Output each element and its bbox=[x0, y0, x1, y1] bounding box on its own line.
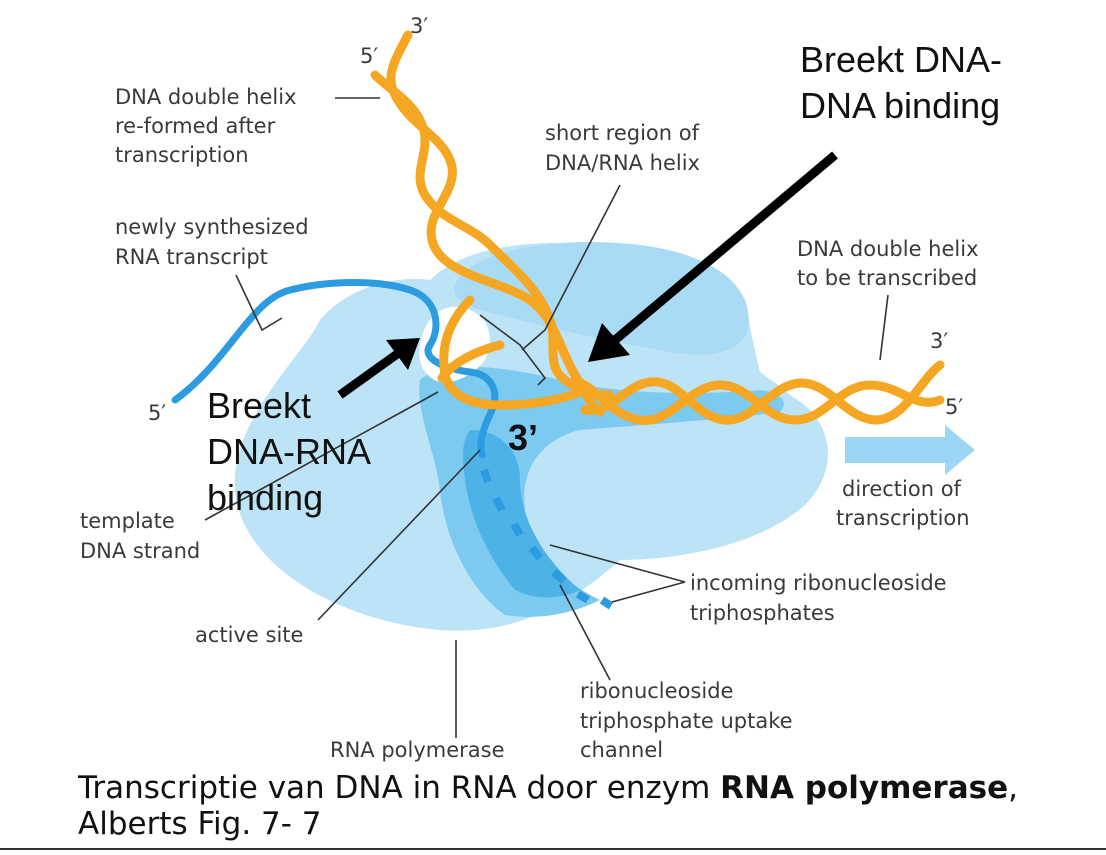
label-uptake-3: channel bbox=[580, 738, 663, 762]
label-direction-1: direction of bbox=[842, 477, 962, 501]
label-dna-reformed-2: re-formed after bbox=[115, 114, 276, 138]
label-short-region-2: DNA/RNA helix bbox=[545, 151, 700, 175]
annotation-dna-dna-1: Breekt DNA- bbox=[800, 39, 1002, 80]
label-dna-reformed-3: transcription bbox=[115, 143, 249, 167]
label-template-1: template bbox=[80, 509, 175, 533]
label-active-site: active site bbox=[195, 623, 303, 647]
template-dna-strand bbox=[439, 295, 585, 410]
label-template-2: DNA strand bbox=[80, 539, 200, 563]
incoming-nucleotides bbox=[480, 468, 614, 610]
label-dna-reformed-1: DNA double helix bbox=[115, 85, 297, 109]
annotation-rna-3prime: 3’ bbox=[508, 417, 538, 458]
template-dna-loop bbox=[437, 340, 505, 383]
label-uptake-1: ribonucleoside bbox=[580, 679, 733, 703]
annotation-dna-rna-3: binding bbox=[207, 477, 323, 518]
annotation-dna-rna-2: DNA-RNA bbox=[207, 431, 371, 472]
annotation-dna-dna-2: DNA binding bbox=[800, 85, 1000, 126]
label-incoming-2: triphosphates bbox=[690, 601, 835, 625]
label-end-top-3: 3′ bbox=[410, 14, 428, 38]
label-short-region-1: short region of bbox=[545, 121, 700, 145]
label-rna-polymerase: RNA polymerase bbox=[330, 738, 505, 762]
uptake-channel-shape bbox=[463, 430, 580, 598]
caption-text: Transcriptie van DNA in RNA door enzym bbox=[78, 770, 721, 806]
polymerase-upper-lobe bbox=[454, 241, 749, 355]
label-new-rna-2: RNA transcript bbox=[115, 245, 268, 269]
label-direction-2: transcription bbox=[836, 506, 970, 530]
label-uptake-2: triphosphate uptake bbox=[580, 709, 793, 733]
bottom-divider bbox=[0, 848, 1106, 850]
transcription-diagram: DNA double helix re-formed after transcr… bbox=[80, 14, 1002, 762]
annotation-dna-rna-1: Breekt bbox=[207, 385, 311, 426]
caption-bold: RNA polymerase bbox=[720, 770, 1009, 806]
label-incoming-1: incoming ribonucleoside bbox=[690, 571, 947, 595]
caption-after: , bbox=[1008, 770, 1018, 806]
label-end-right-3: 3′ bbox=[930, 329, 948, 353]
arrow-dna-dna bbox=[588, 151, 838, 362]
caption-line2: Alberts Fig. 7- 7 bbox=[78, 806, 322, 842]
label-dna-to-transcribe-1: DNA double helix bbox=[797, 237, 979, 261]
figure-caption: Transcriptie van DNA in RNA door enzym R… bbox=[78, 770, 1018, 842]
label-new-rna-1: newly synthesized bbox=[115, 215, 309, 239]
label-dna-to-transcribe-2: to be transcribed bbox=[797, 266, 977, 290]
arrow-dna-rna bbox=[337, 338, 420, 399]
label-end-top-5: 5′ bbox=[360, 44, 378, 68]
label-end-rna-5: 5′ bbox=[148, 401, 166, 425]
dna-strand-top-b bbox=[370, 70, 615, 400]
direction-arrow bbox=[845, 425, 975, 475]
leader-lines bbox=[204, 97, 889, 738]
label-end-right-5: 5′ bbox=[945, 395, 963, 419]
dna-strand-right-a bbox=[570, 375, 945, 425]
dna-strand-right-b bbox=[580, 360, 945, 425]
